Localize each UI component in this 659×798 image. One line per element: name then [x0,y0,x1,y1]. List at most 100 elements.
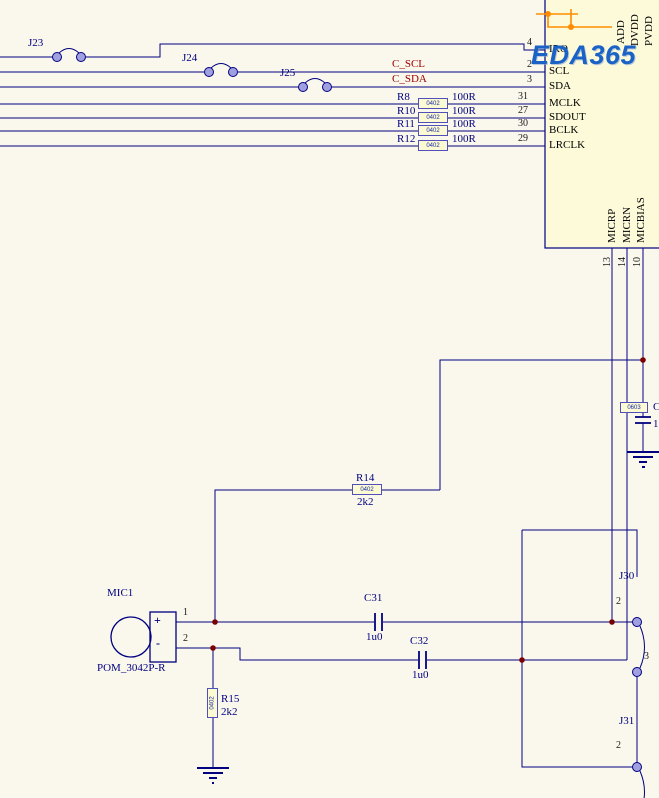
footprint-box-r14: 0402 [352,484,382,495]
jumper-pad [298,82,308,92]
footprint-box-r11: 0402 [418,125,448,136]
jumper-pad [204,67,214,77]
jumper-pad [632,617,642,627]
jumper-pad [322,82,332,92]
jumper-arc [304,78,326,84]
pin-name-micbias: MICBIAS [635,197,647,243]
component-shapes [52,48,659,798]
value-r14: 2k2 [357,496,374,508]
jumper-pad [632,762,642,772]
power-junction-dot [568,24,574,30]
pin-number-j30-2: 2 [616,596,621,607]
jumper-pad [228,67,238,77]
wire [176,647,418,661]
jumper-arc [639,625,645,669]
ground-icon [197,767,229,784]
pin-name-pvdd: PVDD [643,16,655,46]
junction-dot [210,645,216,651]
designator-j30: J30 [619,570,635,582]
designator-c31: C31 [364,592,383,604]
pin-number-bclk: 30 [518,118,528,129]
jumper-arc [210,63,232,69]
value-r8: 100R [452,91,476,103]
value-c31: 1u0 [366,631,383,643]
wire [522,529,638,577]
pin-number-j31-2: 2 [616,740,621,751]
designator-j23: J23 [28,37,44,49]
pin-name-lrclk: LRCLK [549,139,586,151]
pin-name-micrn: MICRN [621,206,633,243]
pin-number-lrclk: 29 [518,133,528,144]
value-c32: 1u0 [412,669,429,681]
jumper-pad [632,667,642,677]
pin-number-micrn: 14 [617,257,628,267]
designator-cright: C [653,401,659,413]
microphone-icon [110,616,152,658]
pin-name-mclk: MCLK [549,97,581,109]
designator-j31: J31 [619,715,635,727]
pin-name-sdout: SDOUT [549,111,586,123]
pin-number-micbias: 10 [632,257,643,267]
jumper-pad [76,52,86,62]
designator-mic1: MIC1 [107,587,134,599]
footprint-box-r15: 0402 [207,688,218,718]
wires [0,43,644,768]
ground-icon [627,451,659,468]
mic-minus-sign: - [156,636,160,650]
value-cright: 1 [653,418,659,430]
junction-dot [640,357,646,363]
pin-number-j30-3: 3 [644,651,649,662]
footprint-box-r8: 0402 [418,98,448,109]
power-wire [547,14,612,28]
jumper-arc [58,48,80,54]
footprint-box-r12: 0402 [418,140,448,151]
value-r12: 100R [452,133,476,145]
pin-name-scl: SCL [549,65,570,77]
designator-c32: C32 [410,635,429,647]
designator-j24: J24 [182,52,198,64]
designator-r11: R11 [397,118,415,130]
designator-r12: R12 [397,133,416,145]
wire [439,359,643,490]
pin-number-mic-1: 1 [183,607,188,618]
pin-number-irq: 4 [527,37,532,48]
value-r15: 2k2 [221,706,238,718]
footprint-box-r10: 0402 [418,112,448,123]
designator-j25: J25 [280,67,296,79]
pin-number-mclk: 31 [518,91,528,102]
jumper-pad [52,52,62,62]
value-r11: 100R [452,118,476,130]
power-junction-dot [545,11,551,17]
junction-dot [212,619,218,625]
designator-r8: R8 [397,91,410,103]
value-r10: 100R [452,105,476,117]
pin-name-sda: SDA [549,80,572,92]
junction-dot [609,619,615,625]
net-label-csda: C_SDA [392,73,427,85]
footprint-box-cright: 0603 [620,402,648,413]
eda365-logo: EDA365 [531,40,637,70]
pin-name-bclk: BCLK [549,124,579,136]
net-label-cscl: C_SCL [392,58,426,70]
pin-name-micrp: MICRP [606,208,618,243]
pin-number-scl: 2 [527,59,532,70]
pin-number-sda: 3 [527,74,532,85]
ic-body [544,0,659,249]
pin-name-irq: IRQ [549,43,568,55]
junction-dot [519,657,525,663]
wire [86,43,545,58]
designator-r14: R14 [356,472,375,484]
wire [214,489,352,622]
power-wires [536,9,612,30]
junction-dots [210,357,646,663]
mic-plus-sign: + [154,613,161,627]
part-number-mic1: POM_3042P-R [97,662,166,674]
pin-number-micrp: 13 [602,257,613,267]
designator-r10: R10 [397,105,416,117]
microphone-body [149,611,177,663]
designator-r15: R15 [221,693,240,705]
wire [521,530,632,768]
pin-number-sdout: 27 [518,105,528,116]
